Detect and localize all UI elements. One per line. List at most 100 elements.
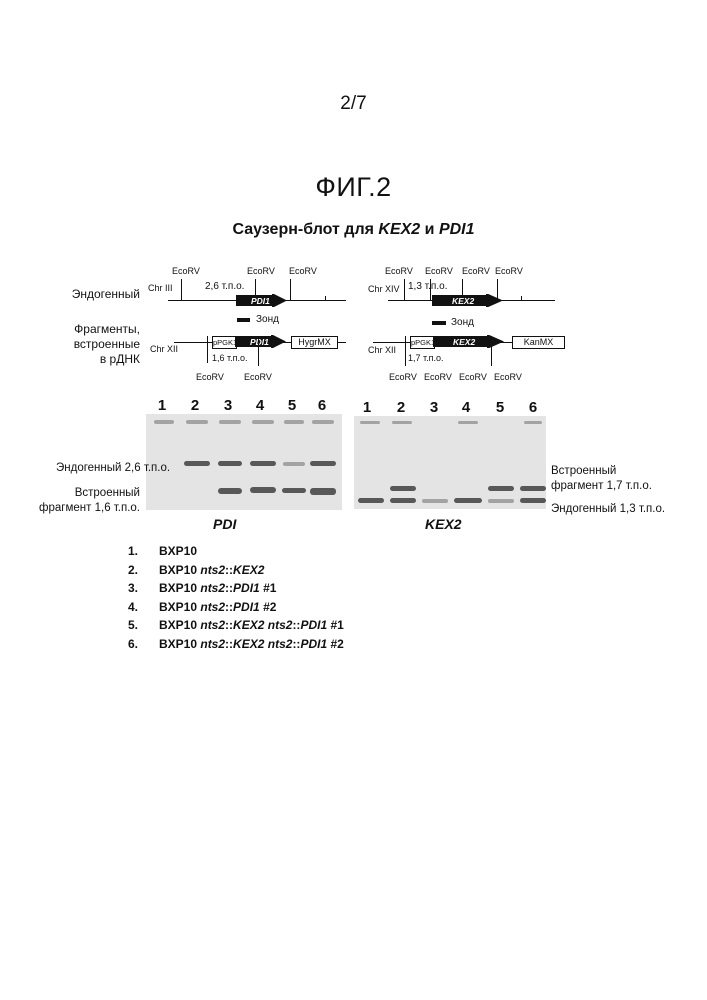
kex-ins-chr-label: Chr XII (368, 345, 396, 355)
strain-legend: 1.BXP102.BXP10 nts2::KEX23.BXP10 nts2::P… (128, 542, 344, 653)
kex-inserted-band (488, 486, 514, 491)
kex-endo-band (488, 499, 514, 503)
pdi-inserted-band (250, 487, 276, 493)
pdi-endo-size-label: Эндогенный 2,6 т.п.о. (56, 461, 140, 476)
pdi-ins-size: 1,6 т.п.о. (212, 353, 248, 363)
legend-item-strain: BXP10 nts2::KEX2 nts2::PDI1 #2 (159, 635, 344, 654)
kex-endo-band (358, 498, 384, 503)
kex-well-band (360, 421, 380, 424)
legend-item-number: 5. (128, 616, 159, 635)
svg-text:PDI1: PDI1 (250, 337, 269, 347)
legend-item-number: 4. (128, 598, 159, 617)
legend-item: 2.BXP10 nts2::KEX2 (128, 561, 344, 580)
legend-item: 1.BXP10 (128, 542, 344, 561)
kex-endo-site-1 (404, 279, 405, 301)
kex-inserted-band (520, 486, 546, 491)
pdi-endo-site-left (181, 279, 182, 301)
kex-lane-number: 4 (456, 399, 476, 416)
kex-ins-ecorv-mid2: EcoRV (459, 372, 487, 382)
kex-ins-gene-arrow: KEX2 (433, 335, 505, 348)
kex-well-band (458, 421, 478, 424)
kex-endo-size: 1,3 т.п.о. (408, 281, 447, 292)
pdi-endo-ecorv-left: EcoRV (172, 266, 200, 276)
kex-gel-label: KEX2 (425, 516, 462, 532)
pdi-endo-band (218, 461, 242, 466)
legend-item-number: 2. (128, 561, 159, 580)
kex-well-band (524, 421, 542, 424)
pdi-ins-ecorv-right: EcoRV (244, 372, 272, 382)
pdi-well-band (252, 420, 274, 424)
subtitle-gene1: KEX2 (378, 221, 420, 238)
pdi-well-band (312, 420, 334, 424)
pdi-inserted-band (218, 488, 242, 494)
endogenous-row-label: Эндогенный (40, 287, 140, 302)
pdi-ins-site-right (258, 336, 259, 366)
pdi-well-band (219, 420, 241, 424)
kex-endo-ecorv-3: EcoRV (462, 266, 490, 276)
pdi-endo-tick (325, 296, 326, 300)
kex-endo-ecorv-4: EcoRV (495, 266, 523, 276)
legend-item-number: 3. (128, 579, 159, 598)
pdi-ins-gene-arrow: PDI1 (235, 335, 287, 348)
pdi-endo-band (250, 461, 276, 466)
kex-ins-ecorv-left: EcoRV (389, 372, 417, 382)
pdi-endo-site-right (290, 279, 291, 301)
kex-endo-band (422, 499, 448, 503)
subtitle-prefix: Саузерн-блот для (232, 221, 378, 238)
legend-item: 3.BXP10 nts2::PDI1 #1 (128, 579, 344, 598)
pdi-probe-bar (237, 318, 250, 322)
kex-endo-chr-label: Chr XIV (368, 284, 400, 294)
kex-endo-ecorv-1: EcoRV (385, 266, 413, 276)
kex-inserted-size-label: Встроенный фрагмент 1,7 т.п.о. (551, 464, 661, 494)
pdi-inserted-band (310, 488, 336, 495)
page-number: 2/7 (0, 93, 707, 115)
kex-endo-band (520, 498, 546, 503)
pdi-lane-number: 5 (282, 397, 302, 414)
legend-item: 5.BXP10 nts2::KEX2 nts2::PDI1 #1 (128, 616, 344, 635)
legend-item-strain: BXP10 nts2::KEX2 (159, 561, 264, 580)
legend-item-strain: BXP10 nts2::KEX2 nts2::PDI1 #1 (159, 616, 344, 635)
legend-item-number: 1. (128, 542, 159, 561)
pdi-endo-band (283, 462, 305, 466)
pdi-endo-gene-arrow: PDI1 (236, 294, 288, 307)
pdi-blot-image (146, 414, 342, 510)
pdi-well-band (284, 420, 304, 424)
pdi-ins-site-left (207, 336, 208, 363)
pdi-endo-band (184, 461, 210, 466)
kex-blot-image (354, 416, 546, 509)
kex-lane-number: 3 (424, 399, 444, 416)
legend-item: 6.BXP10 nts2::KEX2 nts2::PDI1 #2 (128, 635, 344, 654)
kex-probe-label: Зонд (451, 317, 474, 328)
kex-lane-number: 2 (391, 399, 411, 416)
subtitle-mid: и (420, 221, 439, 238)
pdi-well-band (154, 420, 174, 424)
subtitle-gene2: PDI1 (439, 221, 475, 238)
svg-text:KEX2: KEX2 (453, 337, 475, 347)
kex-endo-band (454, 498, 482, 503)
legend-item-strain: BXP10 nts2::PDI1 #2 (159, 598, 276, 617)
figure-title: ФИГ.2 (0, 172, 707, 203)
kex-lane-number: 1 (357, 399, 377, 416)
pdi-lane-number: 3 (218, 397, 238, 414)
pdi-ins-chr-label: Chr XII (150, 344, 178, 354)
kex-lane-number: 5 (490, 399, 510, 416)
kex-endo-ecorv-2: EcoRV (425, 266, 453, 276)
kex-probe-bar (432, 321, 446, 325)
fragments-row-label: Фрагменты, встроенные в рДНК (40, 322, 140, 367)
legend-item: 4.BXP10 nts2::PDI1 #2 (128, 598, 344, 617)
kex-well-band (392, 421, 412, 424)
pdi-endo-chr-label: Chr III (148, 283, 173, 293)
pdi-lane-number: 6 (312, 397, 332, 414)
svg-text:PDI1: PDI1 (251, 296, 270, 306)
kex-ins-site-left (405, 336, 406, 366)
pdi-endo-ecorv-mid: EcoRV (247, 266, 275, 276)
pdi-endo-size: 2,6 т.п.о. (205, 281, 244, 292)
pdi-lane-number: 4 (250, 397, 270, 414)
kex-endo-gene-arrow: KEX2 (432, 294, 504, 307)
kex-lane-number: 6 (523, 399, 543, 416)
pdi-lane-number: 1 (152, 397, 172, 414)
kex-inserted-band (390, 486, 416, 491)
pdi-ins-ecorv-left: EcoRV (196, 372, 224, 382)
kex-ins-site-right (491, 336, 492, 366)
kex-endo-band (390, 498, 416, 503)
